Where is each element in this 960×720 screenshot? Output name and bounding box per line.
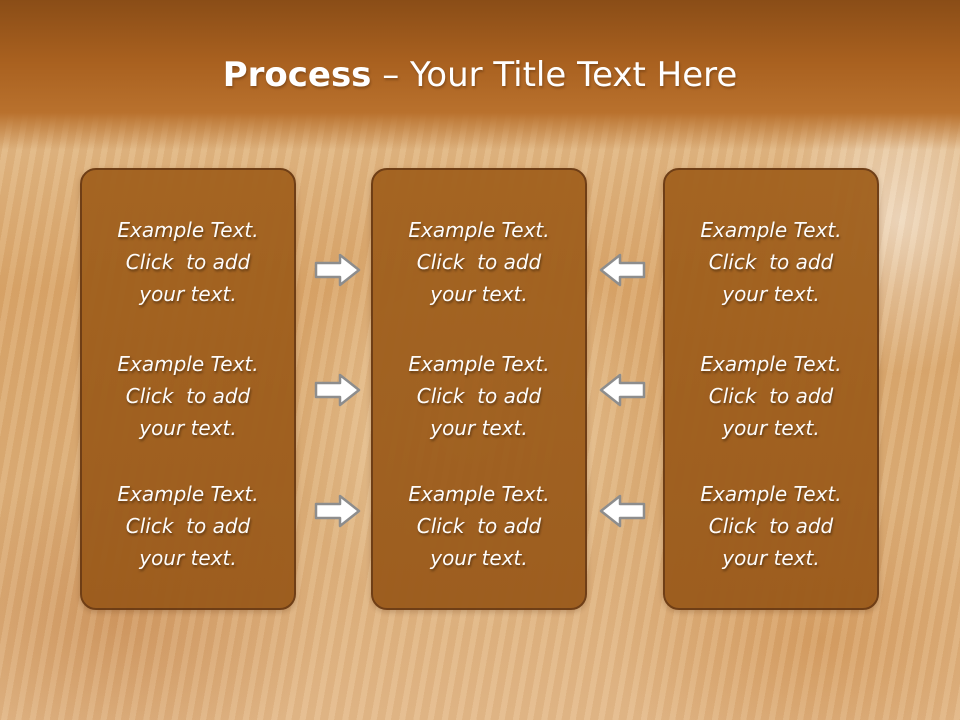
arrow-right-icon[interactable] <box>313 371 363 409</box>
text-block[interactable]: Example Text. Click to add your text. <box>82 214 294 310</box>
arrow-right-icon[interactable] <box>313 492 363 530</box>
text-line: your text. <box>722 546 820 570</box>
text-line: Example Text. <box>700 352 842 376</box>
text-line: Click to add <box>125 514 251 538</box>
text-line: Example Text. <box>700 482 842 506</box>
text-line: your text. <box>430 282 528 306</box>
text-line: Click to add <box>416 250 542 274</box>
text-line: Example Text. <box>408 218 550 242</box>
text-block[interactable]: Example Text. Click to add your text. <box>373 348 585 444</box>
text-line: your text. <box>430 546 528 570</box>
process-box-2[interactable]: Example Text. Click to add your text. Ex… <box>371 168 587 610</box>
title-bar <box>0 0 960 150</box>
text-line: Example Text. <box>700 218 842 242</box>
text-line: Click to add <box>416 384 542 408</box>
text-line: Example Text. <box>408 352 550 376</box>
text-line: Click to add <box>708 250 834 274</box>
text-block[interactable]: Example Text. Click to add your text. <box>373 478 585 574</box>
process-box-3[interactable]: Example Text. Click to add your text. Ex… <box>663 168 879 610</box>
text-block[interactable]: Example Text. Click to add your text. <box>82 478 294 574</box>
arrow-right-icon[interactable] <box>313 251 363 289</box>
text-block[interactable]: Example Text. Click to add your text. <box>82 348 294 444</box>
text-line: Click to add <box>125 384 251 408</box>
text-line: Example Text. <box>408 482 550 506</box>
text-line: your text. <box>139 282 237 306</box>
title-bold: Process <box>222 55 372 95</box>
text-line: your text. <box>139 546 237 570</box>
text-line: your text. <box>139 416 237 440</box>
text-line: your text. <box>722 416 820 440</box>
text-block[interactable]: Example Text. Click to add your text. <box>665 478 877 574</box>
text-line: Example Text. <box>117 218 259 242</box>
text-block[interactable]: Example Text. Click to add your text. <box>665 348 877 444</box>
text-block[interactable]: Example Text. Click to add your text. <box>665 214 877 310</box>
text-line: Click to add <box>708 514 834 538</box>
slide-title[interactable]: Process – Your Title Text Here <box>0 52 960 98</box>
text-line: Click to add <box>125 250 251 274</box>
text-block[interactable]: Example Text. Click to add your text. <box>373 214 585 310</box>
text-line: Click to add <box>416 514 542 538</box>
arrow-left-icon[interactable] <box>597 251 647 289</box>
text-line: your text. <box>722 282 820 306</box>
arrow-left-icon[interactable] <box>597 371 647 409</box>
text-line: Click to add <box>708 384 834 408</box>
text-line: Example Text. <box>117 352 259 376</box>
text-line: Example Text. <box>117 482 259 506</box>
arrow-left-icon[interactable] <box>597 492 647 530</box>
title-rest: – Your Title Text Here <box>371 55 738 95</box>
text-line: your text. <box>430 416 528 440</box>
process-box-1[interactable]: Example Text. Click to add your text. Ex… <box>80 168 296 610</box>
